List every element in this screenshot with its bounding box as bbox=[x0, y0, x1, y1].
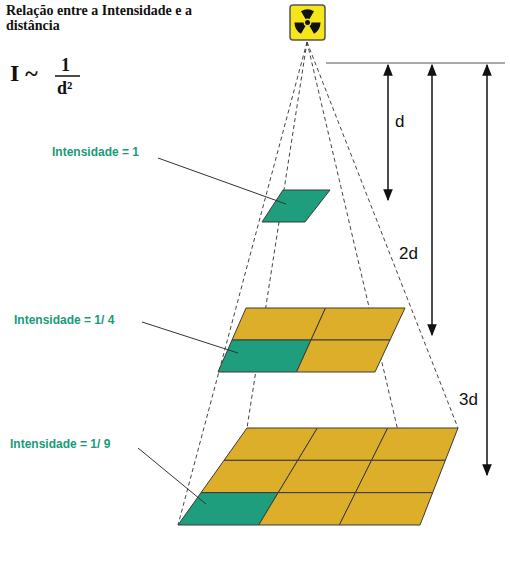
trefoil-center bbox=[305, 20, 310, 25]
leader-line bbox=[142, 322, 238, 353]
distance-label: 2d bbox=[399, 244, 418, 264]
distance-label: 3d bbox=[459, 390, 478, 410]
fraction-bar bbox=[55, 75, 80, 77]
area-cell bbox=[297, 340, 391, 372]
diagram-title: Relação entre a Intensidade e a distânci… bbox=[6, 4, 196, 33]
leader-line bbox=[138, 448, 206, 504]
leader-line bbox=[158, 158, 286, 204]
reference-line bbox=[326, 63, 505, 64]
trefoil-blade bbox=[310, 23, 321, 34]
area-cell bbox=[262, 190, 330, 222]
distance-arrow bbox=[387, 65, 389, 200]
distance-arrow bbox=[431, 65, 433, 335]
trefoil-blade bbox=[295, 23, 306, 34]
distance-label: d bbox=[395, 112, 404, 132]
area-cell bbox=[339, 493, 432, 525]
formula-denominator: d² bbox=[57, 78, 72, 99]
distance-arrow bbox=[486, 65, 488, 475]
trefoil-blade bbox=[301, 10, 314, 20]
area-cell bbox=[355, 460, 445, 492]
area-cell bbox=[218, 340, 311, 372]
radiation-symbol bbox=[290, 5, 325, 40]
area-cell bbox=[372, 428, 458, 460]
formula-numerator: 1 bbox=[61, 55, 70, 76]
intensity-label: Intensidade = 1 bbox=[52, 145, 139, 159]
area-cell bbox=[259, 493, 356, 525]
area-cell bbox=[311, 308, 405, 340]
formula-symbol: I ~ bbox=[10, 60, 38, 87]
intensity-label: Intensidade = 1/ 4 bbox=[14, 313, 114, 327]
intensity-label: Intensidade = 1/ 9 bbox=[10, 437, 110, 451]
area-cell bbox=[232, 308, 326, 340]
